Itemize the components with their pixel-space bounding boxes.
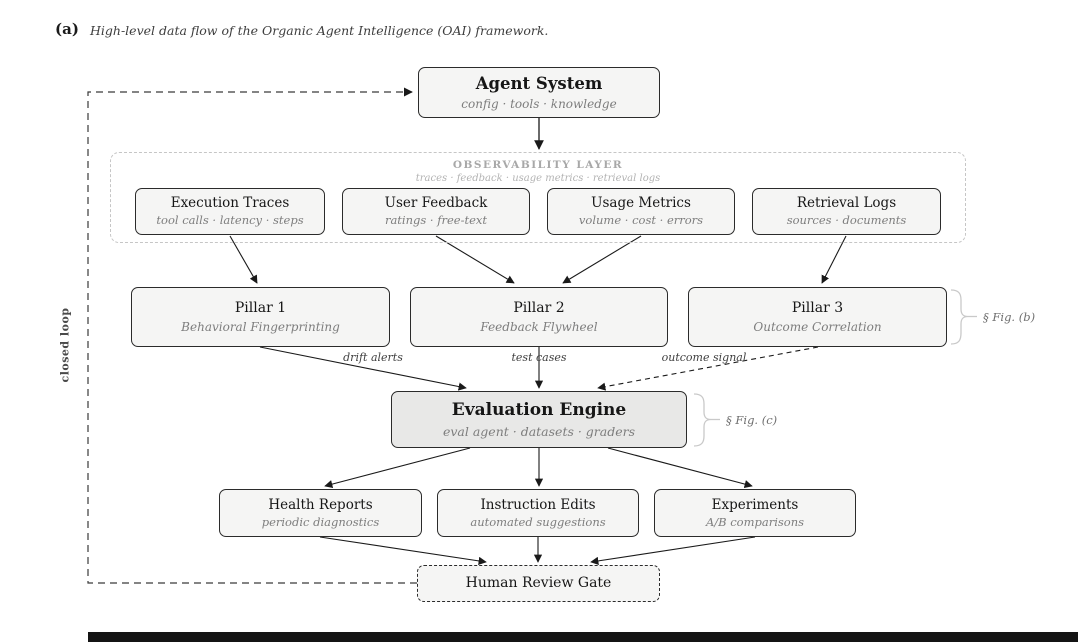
instruction-edits-title: Instruction Edits	[480, 496, 596, 513]
edge-logs-to-pillar3	[821, 235, 847, 284]
retrieval-logs-subtitle: sources · documents	[786, 213, 907, 228]
edge-engine-to-health	[324, 447, 471, 489]
pillar-1-subtitle: Behavioral Fingerprinting	[181, 319, 340, 334]
evaluation-engine-title: Evaluation Engine	[451, 400, 627, 421]
edge-label-outcome-signal: outcome signal	[661, 351, 747, 364]
retrieval-logs-title: Retrieval Logs	[796, 195, 897, 212]
edge-engine-to-experiments	[607, 447, 753, 489]
usage-metrics-node: Usage Metrics volume · cost · errors	[547, 188, 735, 235]
user-feedback-title: User Feedback	[384, 195, 488, 212]
observability-layer-subtitle: traces · feedback · usage metrics · retr…	[415, 173, 661, 184]
brace-fig-b	[950, 289, 969, 345]
agent-system-subtitle: config · tools · knowledge	[461, 96, 617, 111]
figure-tag: (a)	[55, 20, 79, 38]
health-reports-node: Health Reports periodic diagnostics	[219, 489, 422, 537]
edge-health-to-gate	[319, 536, 487, 565]
fig-b-reference: § Fig. (b)	[983, 310, 1036, 324]
pillar-2-node: Pillar 2 Feedback Flywheel	[410, 287, 668, 347]
health-reports-title: Health Reports	[268, 496, 373, 513]
user-feedback-node: User Feedback ratings · free-text	[342, 188, 530, 235]
experiments-title: Experiments	[711, 496, 799, 513]
usage-metrics-subtitle: volume · cost · errors	[578, 213, 704, 228]
edge-feedback-to-pillar2	[435, 235, 515, 284]
edge-experiments-to-gate	[590, 536, 756, 565]
closed-loop-label: closed loop	[58, 307, 72, 383]
agent-system-title: Agent System	[475, 73, 603, 93]
evaluation-engine-node: Evaluation Engine eval agent · datasets …	[391, 391, 687, 448]
human-review-gate-title: Human Review Gate	[465, 574, 612, 591]
edge-metrics-to-pillar2	[562, 235, 642, 284]
execution-traces-node: Execution Traces tool calls · latency · …	[135, 188, 325, 235]
experiments-node: Experiments A/B comparisons	[654, 489, 856, 537]
agent-system-node: Agent System config · tools · knowledge	[418, 67, 660, 118]
user-feedback-subtitle: ratings · free-text	[384, 213, 488, 228]
fig-c-reference: § Fig. (c)	[726, 413, 778, 427]
instruction-edits-subtitle: automated suggestions	[470, 514, 606, 529]
edge-pillar3-to-engine-dashed	[597, 346, 819, 391]
health-reports-subtitle: periodic diagnostics	[261, 514, 380, 529]
pillar-3-subtitle: Outcome Correlation	[753, 319, 882, 334]
pillar-2-subtitle: Feedback Flywheel	[480, 319, 598, 334]
execution-traces-title: Execution Traces	[170, 195, 290, 212]
pillar-1-node: Pillar 1 Behavioral Fingerprinting	[131, 287, 390, 347]
experiments-subtitle: A/B comparisons	[705, 514, 805, 529]
evaluation-engine-subtitle: eval agent · datasets · graders	[442, 423, 636, 439]
observability-layer-label: OBSERVABILITY LAYER	[452, 159, 624, 171]
edge-traces-to-pillar1	[229, 235, 258, 284]
pillar-1-title: Pillar 1	[234, 300, 287, 317]
brace-fig-c	[693, 393, 712, 447]
edge-label-drift-alerts: drift alerts	[343, 351, 403, 364]
edge-label-test-cases: test cases	[511, 351, 567, 364]
bottom-edge-bar	[88, 632, 1078, 642]
observability-layer-container	[110, 152, 966, 243]
pillar-3-node: Pillar 3 Outcome Correlation	[688, 287, 947, 347]
retrieval-logs-node: Retrieval Logs sources · documents	[752, 188, 941, 235]
usage-metrics-title: Usage Metrics	[591, 195, 691, 212]
pillar-2-title: Pillar 2	[513, 300, 565, 317]
human-review-gate-node: Human Review Gate	[417, 565, 660, 602]
instruction-edits-node: Instruction Edits automated suggestions	[437, 489, 639, 537]
execution-traces-subtitle: tool calls · latency · steps	[156, 213, 304, 228]
figure-caption: High-level data flow of the Organic Agen…	[90, 23, 549, 38]
pillar-3-title: Pillar 3	[791, 300, 844, 317]
edge-pillar1-to-engine	[259, 346, 467, 391]
